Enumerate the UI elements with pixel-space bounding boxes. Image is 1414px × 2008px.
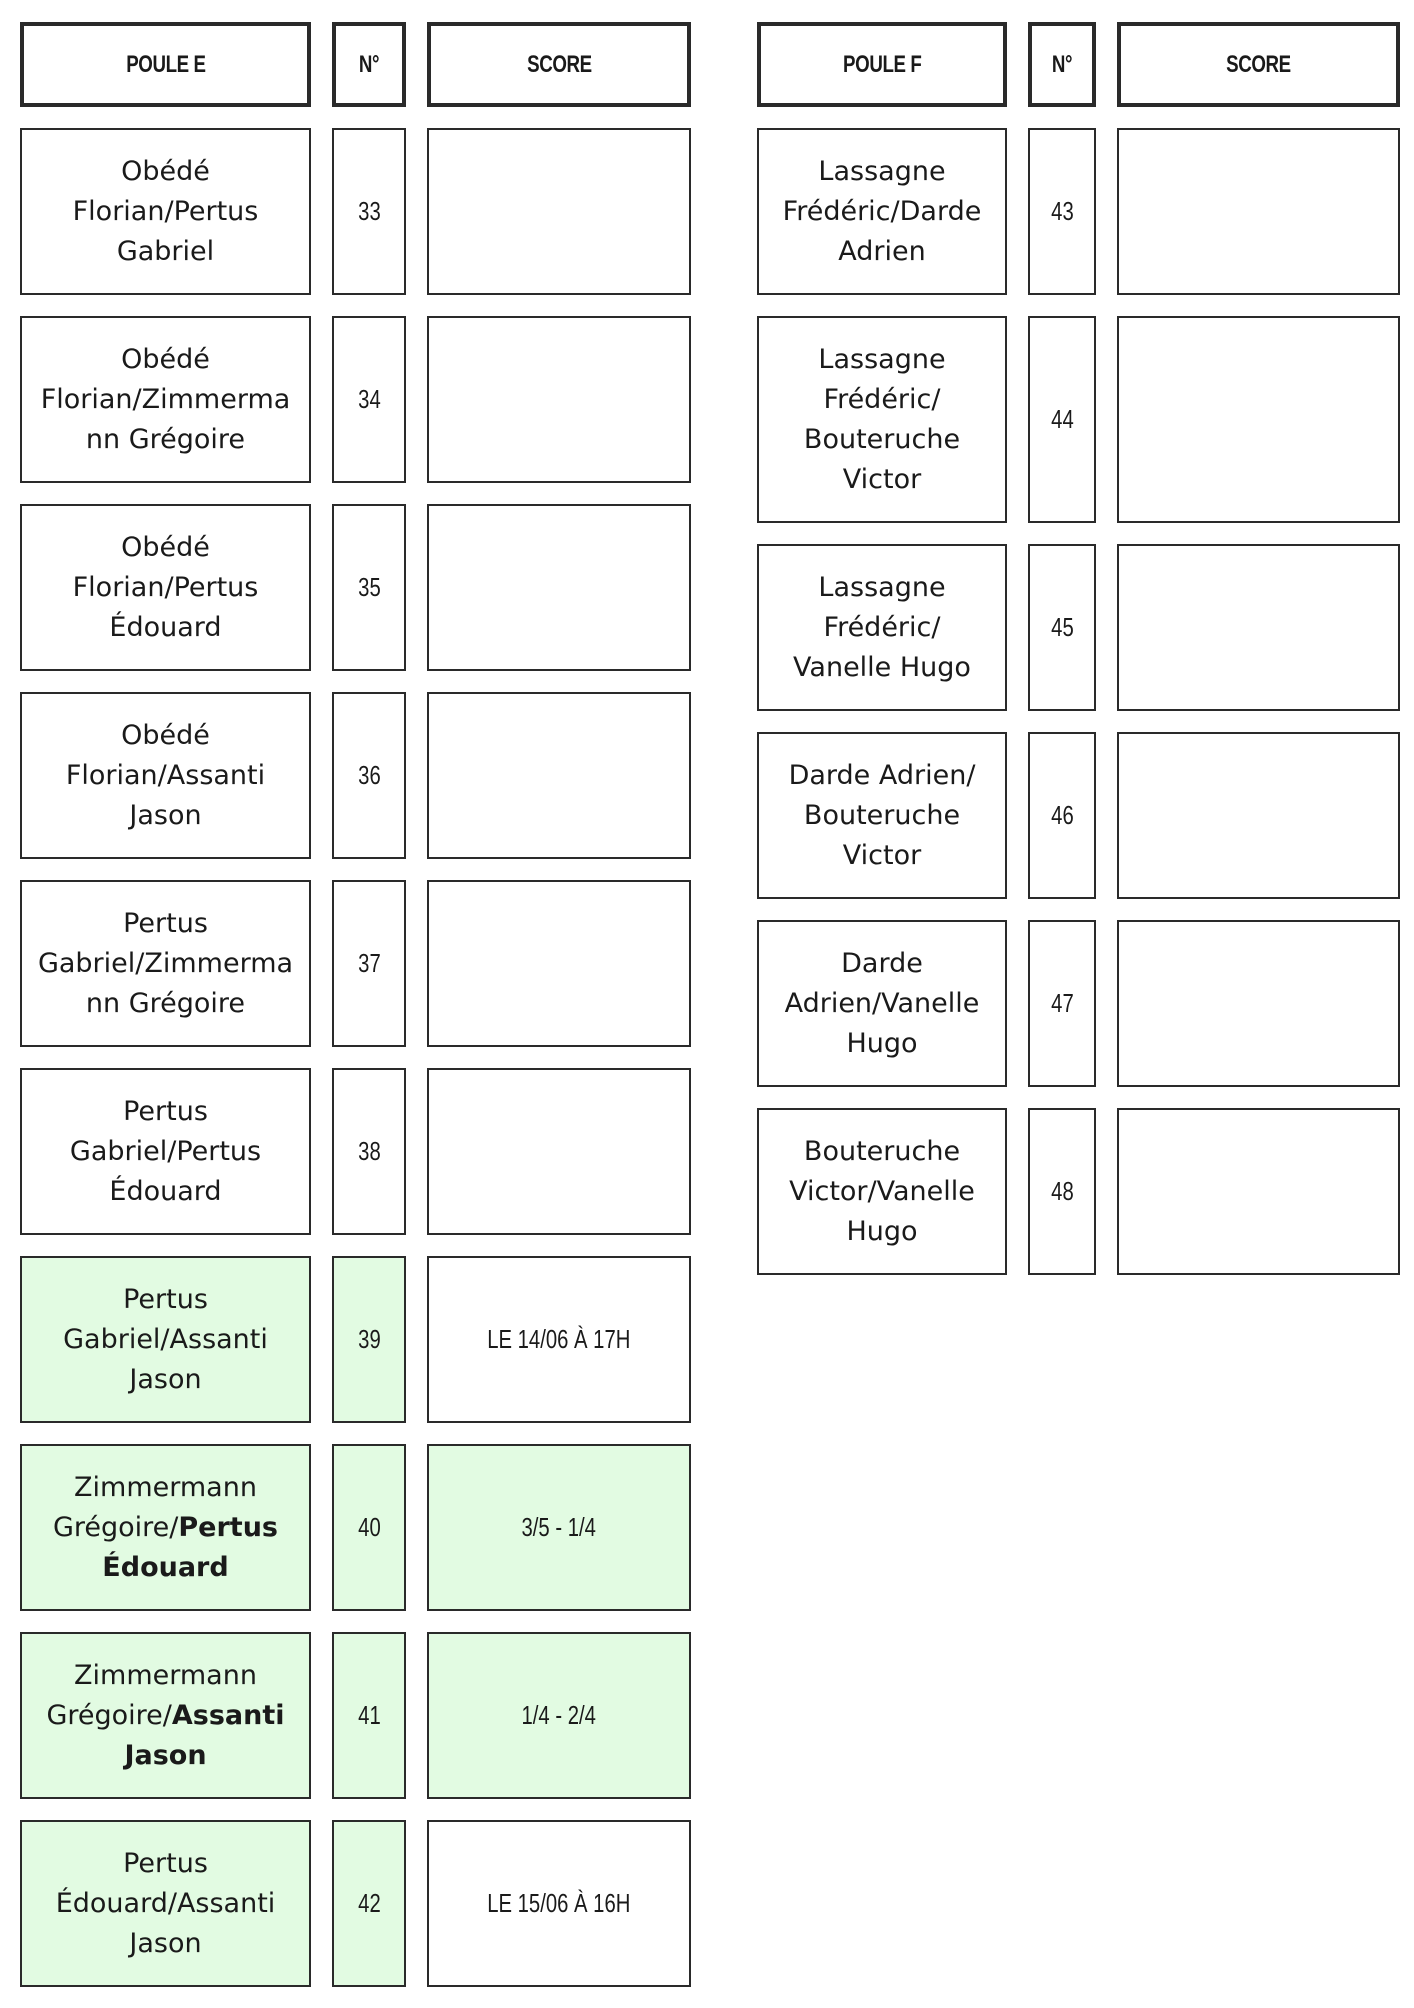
- match-number: 38: [332, 1068, 406, 1235]
- match-row-36: Obédé Florian/Assanti Jason 36: [20, 692, 691, 859]
- match-score: LE 15/06 À 16H: [427, 1820, 691, 1987]
- match-number: 42: [332, 1820, 406, 1987]
- match-number: 40: [332, 1444, 406, 1611]
- match-score: 3/5 - 1/4: [427, 1444, 691, 1611]
- match-teams: Darde Adrien/ Bouteruche Victor: [757, 732, 1007, 899]
- match-score: [1117, 544, 1400, 711]
- match-teams: Obédé Florian/Pertus Gabriel: [20, 128, 311, 295]
- match-row-39: Pertus Gabriel/Assanti Jason 39 LE 14/06…: [20, 1256, 691, 1423]
- match-score: [427, 692, 691, 859]
- match-teams: Pertus Édouard/Assanti Jason: [20, 1820, 311, 1987]
- match-number: 45: [1028, 544, 1096, 711]
- poule-e-num-header: N°: [332, 22, 406, 107]
- match-row-45: Lassagne Frédéric/ Vanelle Hugo 45: [757, 544, 1400, 711]
- match-score: [427, 1068, 691, 1235]
- match-row-48: Bouteruche Victor/Vanelle Hugo 48: [757, 1108, 1400, 1275]
- match-teams: Darde Adrien/Vanelle Hugo: [757, 920, 1007, 1087]
- match-score: [1117, 1108, 1400, 1275]
- poule-e-table: POULE E N° SCORE Obédé Florian/Pertus Ga…: [20, 0, 691, 2008]
- match-row-43: Lassagne Frédéric/Darde Adrien 43: [757, 128, 1400, 295]
- match-number: 36: [332, 692, 406, 859]
- match-number: 41: [332, 1632, 406, 1799]
- match-row-37: Pertus Gabriel/Zimmermann Grégoire 37: [20, 880, 691, 1047]
- match-row-46: Darde Adrien/ Bouteruche Victor 46: [757, 732, 1400, 899]
- match-score: [1117, 732, 1400, 899]
- match-row-40: Zimmermann Grégoire/Pertus Édouard 40 3/…: [20, 1444, 691, 1611]
- poule-f-title: POULE F: [757, 22, 1007, 107]
- match-row-38: Pertus Gabriel/Pertus Édouard 38: [20, 1068, 691, 1235]
- poule-f-table: POULE F N° SCORE Lassagne Frédéric/Darde…: [757, 0, 1400, 1296]
- match-score: [1117, 316, 1400, 523]
- match-score: [427, 504, 691, 671]
- poule-f-num-header: N°: [1028, 22, 1096, 107]
- match-score: 1/4 - 2/4: [427, 1632, 691, 1799]
- match-number: 43: [1028, 128, 1096, 295]
- winner-name: Pertus Édouard: [102, 1511, 279, 1583]
- match-teams: Zimmermann Grégoire/Pertus Édouard: [20, 1444, 311, 1611]
- match-score: LE 14/06 À 17H: [427, 1256, 691, 1423]
- match-number: 35: [332, 504, 406, 671]
- poule-e-title: POULE E: [20, 22, 311, 107]
- match-number: 44: [1028, 316, 1096, 523]
- match-teams: Pertus Gabriel/Zimmermann Grégoire: [20, 880, 311, 1047]
- match-score: [427, 880, 691, 1047]
- match-row-33: Obédé Florian/Pertus Gabriel 33: [20, 128, 691, 295]
- match-teams: Bouteruche Victor/Vanelle Hugo: [757, 1108, 1007, 1275]
- match-row-42: Pertus Édouard/Assanti Jason 42 LE 15/06…: [20, 1820, 691, 1987]
- match-number: 47: [1028, 920, 1096, 1087]
- match-number: 37: [332, 880, 406, 1047]
- match-row-35: Obédé Florian/Pertus Édouard 35: [20, 504, 691, 671]
- match-teams: Pertus Gabriel/Assanti Jason: [20, 1256, 311, 1423]
- match-score: [1117, 920, 1400, 1087]
- match-number: 33: [332, 128, 406, 295]
- poule-f-header: POULE F N° SCORE: [757, 22, 1400, 107]
- poule-f-score-header: SCORE: [1117, 22, 1400, 107]
- winner-name: Assanti Jason: [124, 1699, 285, 1771]
- match-teams: Lassagne Frédéric/ Vanelle Hugo: [757, 544, 1007, 711]
- match-row-47: Darde Adrien/Vanelle Hugo 47: [757, 920, 1400, 1087]
- match-teams: Obédé Florian/Zimmermann Grégoire: [20, 316, 311, 483]
- match-number: 46: [1028, 732, 1096, 899]
- match-row-44: Lassagne Frédéric/ Bouteruche Victor 44: [757, 316, 1400, 523]
- match-row-34: Obédé Florian/Zimmermann Grégoire 34: [20, 316, 691, 483]
- match-teams: Zimmermann Grégoire/Assanti Jason: [20, 1632, 311, 1799]
- poule-e-score-header: SCORE: [427, 22, 691, 107]
- match-teams: Lassagne Frédéric/ Bouteruche Victor: [757, 316, 1007, 523]
- match-teams: Obédé Florian/Pertus Édouard: [20, 504, 311, 671]
- match-teams: Lassagne Frédéric/Darde Adrien: [757, 128, 1007, 295]
- poule-e-header: POULE E N° SCORE: [20, 22, 691, 107]
- match-row-41: Zimmermann Grégoire/Assanti Jason 41 1/4…: [20, 1632, 691, 1799]
- match-teams: Pertus Gabriel/Pertus Édouard: [20, 1068, 311, 1235]
- match-number: 39: [332, 1256, 406, 1423]
- match-score: [427, 128, 691, 295]
- match-teams: Obédé Florian/Assanti Jason: [20, 692, 311, 859]
- match-score: [427, 316, 691, 483]
- match-number: 34: [332, 316, 406, 483]
- match-number: 48: [1028, 1108, 1096, 1275]
- match-score: [1117, 128, 1400, 295]
